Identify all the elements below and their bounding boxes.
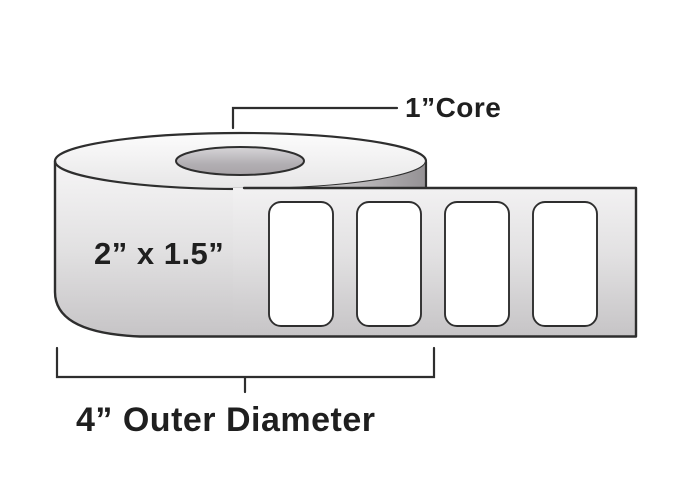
blank-label (532, 201, 598, 327)
core-dimension-label: 1”Core (405, 92, 502, 123)
core-leader-line (231, 106, 399, 130)
blank-label (356, 201, 422, 327)
blank-labels (268, 201, 598, 327)
blank-label (268, 201, 334, 327)
outer-diameter-bracket (55, 346, 436, 394)
blank-label (444, 201, 510, 327)
roll-side-shade (241, 161, 426, 189)
outer-diameter-dimension-label: 4” Outer Diameter (76, 401, 376, 439)
roll-core (175, 146, 305, 176)
roll-strip-outline (53, 159, 638, 338)
label-size-dimension-label: 2” x 1.5” (94, 236, 225, 271)
